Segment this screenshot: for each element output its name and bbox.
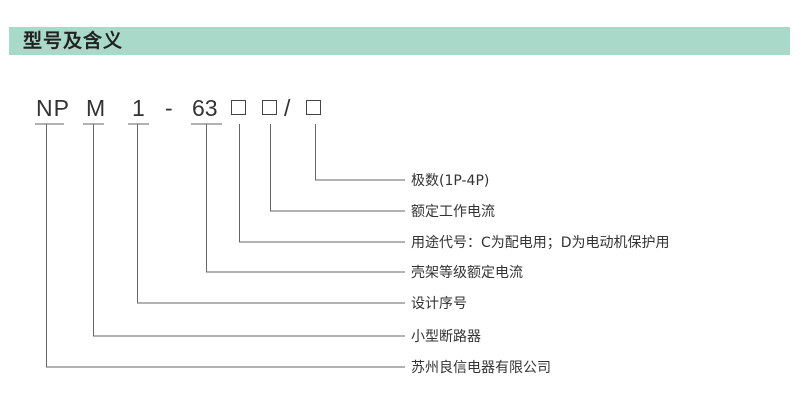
leader-poles [315, 124, 405, 181]
desc-rated-current: 额定工作电流 [411, 204, 495, 220]
code-m: M [86, 95, 106, 121]
code-np: NP [36, 95, 70, 121]
desc-breaker-type: 小型断路器 [411, 329, 481, 345]
placeholder-box-usage [231, 100, 246, 115]
placeholder-box-current [262, 100, 277, 115]
section-header-bar: 型号及含义 [9, 27, 790, 55]
leader-company [46, 124, 405, 368]
code-63: 63 [192, 95, 218, 121]
leader-current [270, 124, 405, 212]
section-title: 型号及含义 [23, 30, 124, 52]
code-slash: / [284, 95, 291, 121]
leader-breaker [93, 124, 405, 337]
desc-poles: 极数(1P-4P) [411, 173, 490, 189]
placeholder-box-poles [306, 100, 321, 115]
desc-usage-code: 用途代号：C为配电用；D为电动机保护用 [411, 235, 670, 251]
desc-design-number: 设计序号 [411, 296, 467, 312]
desc-company: 苏州良信电器有限公司 [411, 360, 551, 376]
leader-design [137, 124, 405, 304]
code-dash: - [165, 95, 173, 121]
leader-usage [239, 124, 405, 243]
model-code: NP M 1 - 63 / [0, 94, 420, 124]
leader-frame [206, 124, 405, 273]
desc-frame-current: 壳架等级额定电流 [411, 265, 523, 281]
code-1: 1 [132, 95, 145, 121]
